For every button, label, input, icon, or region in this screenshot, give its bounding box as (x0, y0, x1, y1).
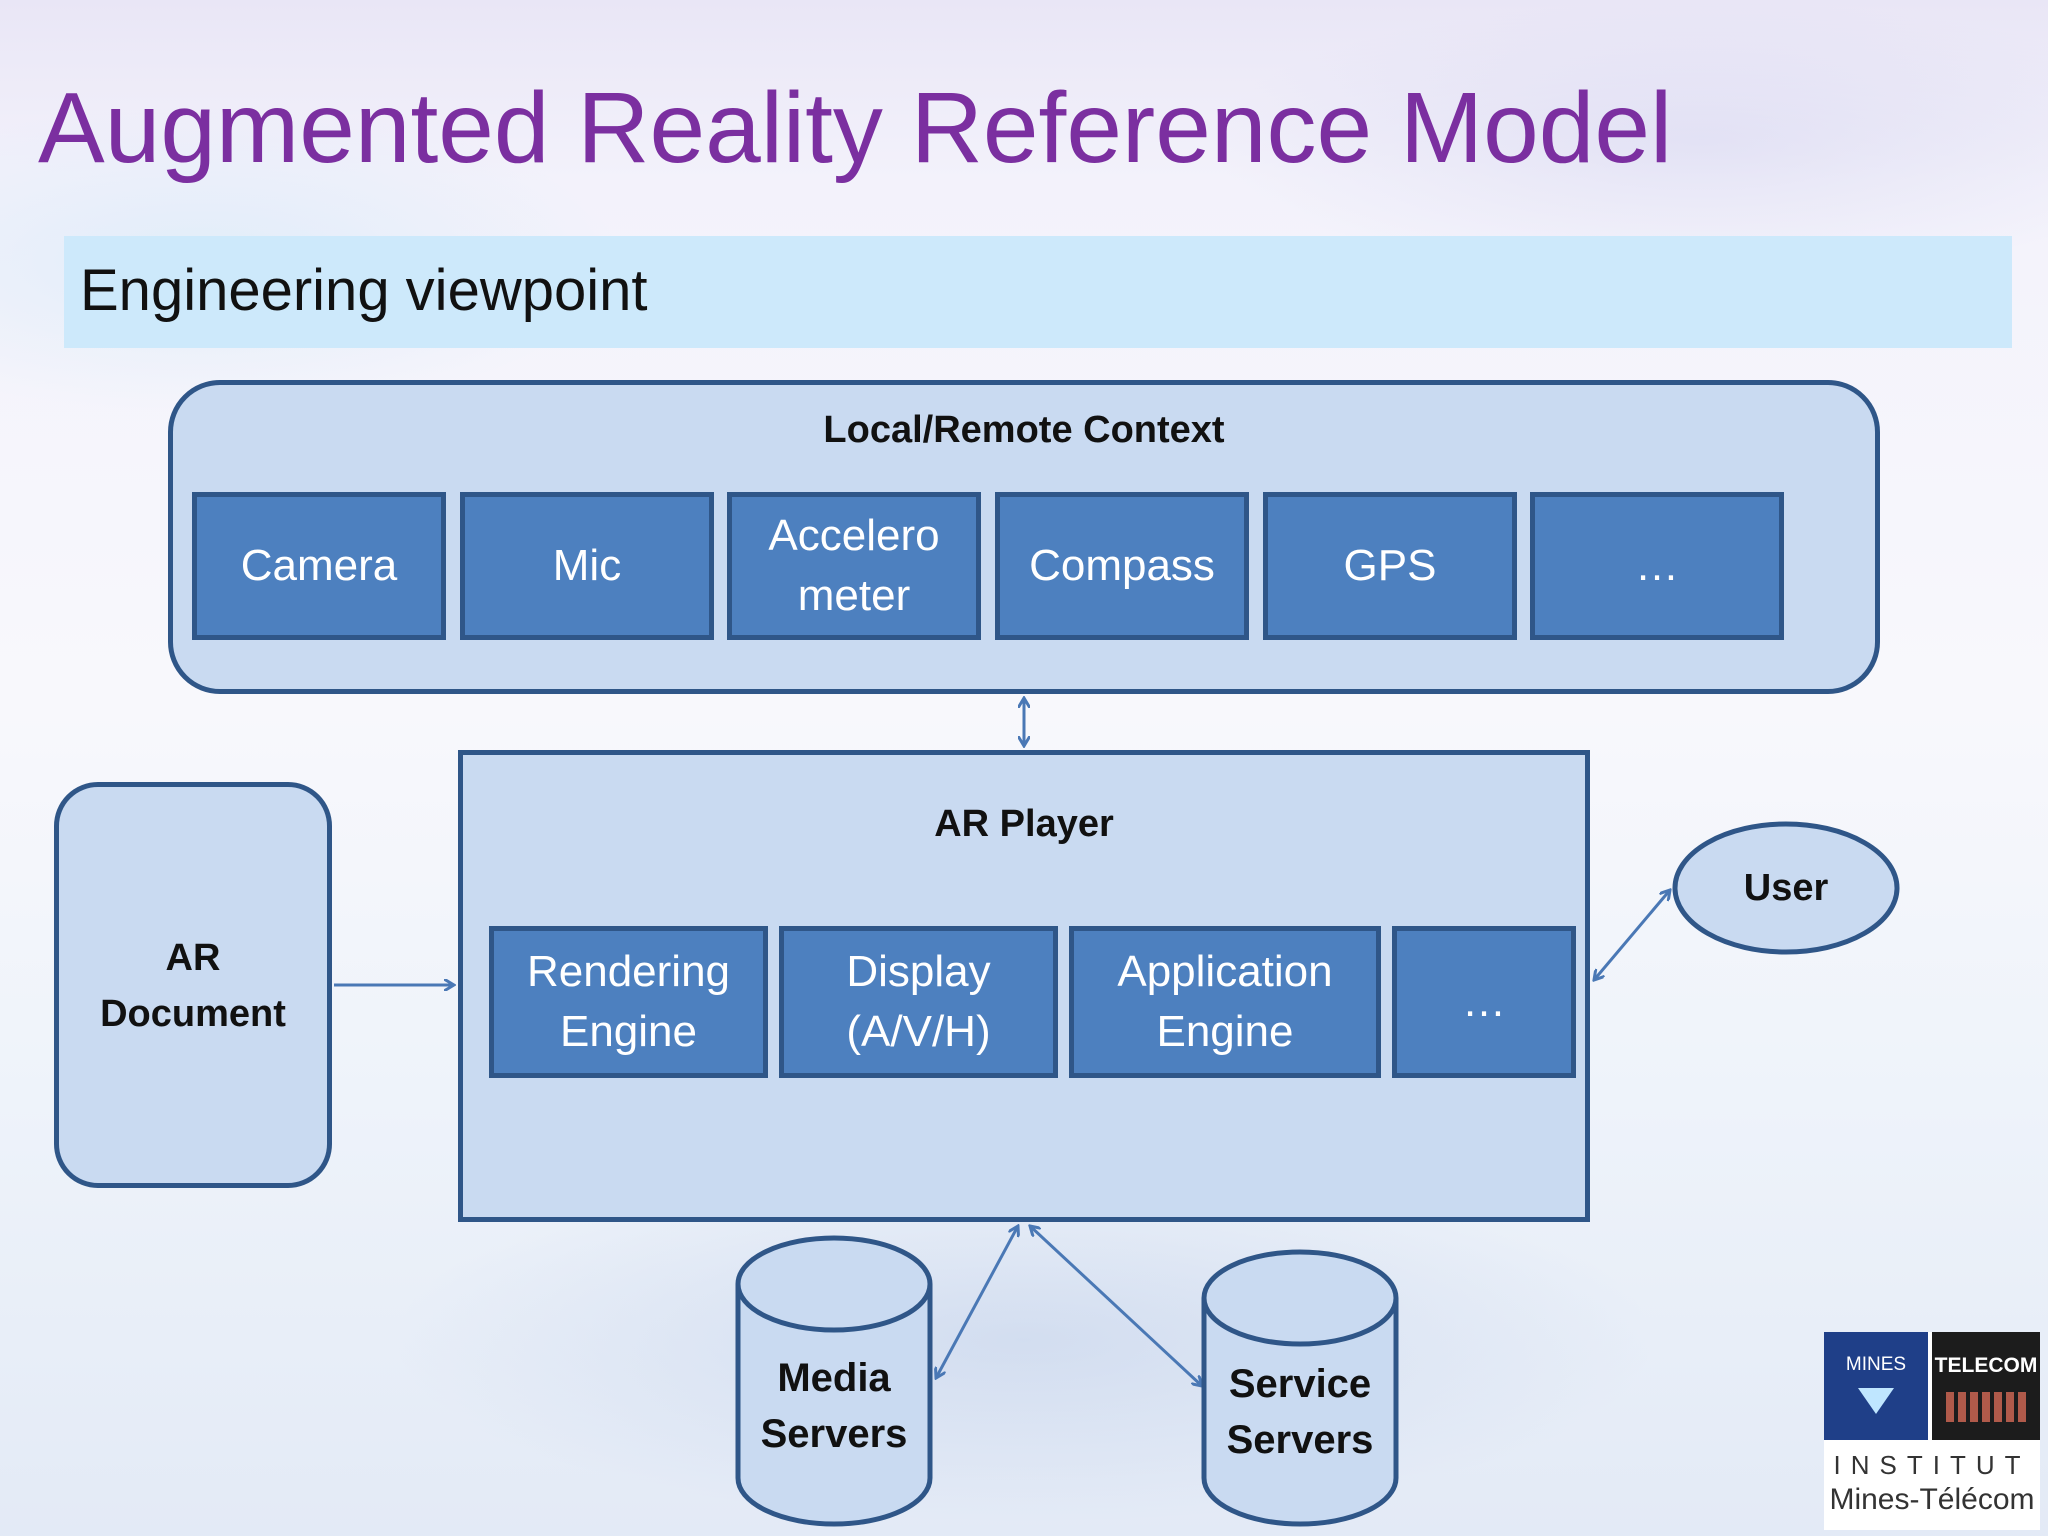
arrow-player-user (1594, 890, 1670, 980)
player-display: Display (A/V/H) (779, 926, 1058, 1078)
mines-block: MINES (1824, 1332, 1928, 1440)
sensor-gps: GPS (1263, 492, 1517, 640)
player-application-engine: Application Engine (1069, 926, 1381, 1078)
arrow-player-media (936, 1226, 1018, 1378)
ar-player-title: AR Player (934, 803, 1114, 845)
sensor-compass: Compass (995, 492, 1249, 640)
service-servers-label: Service Servers (1226, 1362, 1374, 1462)
media-servers-label: Media Servers (760, 1356, 908, 1456)
player-more: … (1392, 926, 1576, 1078)
sensor-accelerometer: Accelero meter (727, 492, 981, 640)
slide-subtitle: Engineering viewpoint (80, 258, 648, 323)
arrow-player-service (1030, 1226, 1202, 1386)
institut-text: INSTITUT (1833, 1450, 2031, 1480)
seal-icon (1946, 1392, 2026, 1422)
diamond-icon (1858, 1388, 1894, 1414)
context-title: Local/Remote Context (823, 409, 1225, 451)
sensor-more: … (1530, 492, 1784, 640)
ar-document (54, 782, 332, 1188)
user-ellipse (1672, 821, 1900, 955)
mines-telecom-text: Mines-Télécom (1829, 1483, 2035, 1516)
subtitle-band (64, 236, 2012, 348)
institut-logo: MINES TELECOM INSTITUT Mines-Télécom (1824, 1332, 2040, 1530)
user-label: User (1743, 867, 1829, 909)
sensor-mic: Mic (460, 492, 714, 640)
telecom-block: TELECOM (1932, 1332, 2040, 1440)
slide-title: Augmented Reality Reference Model (38, 72, 1673, 184)
player-rendering-engine: Rendering Engine (489, 926, 768, 1078)
sensor-camera: Camera (192, 492, 446, 640)
media-servers-cylinder (735, 1235, 933, 1527)
ar-document-label: AR Document (100, 937, 286, 1035)
service-servers-cylinder (1201, 1249, 1399, 1527)
